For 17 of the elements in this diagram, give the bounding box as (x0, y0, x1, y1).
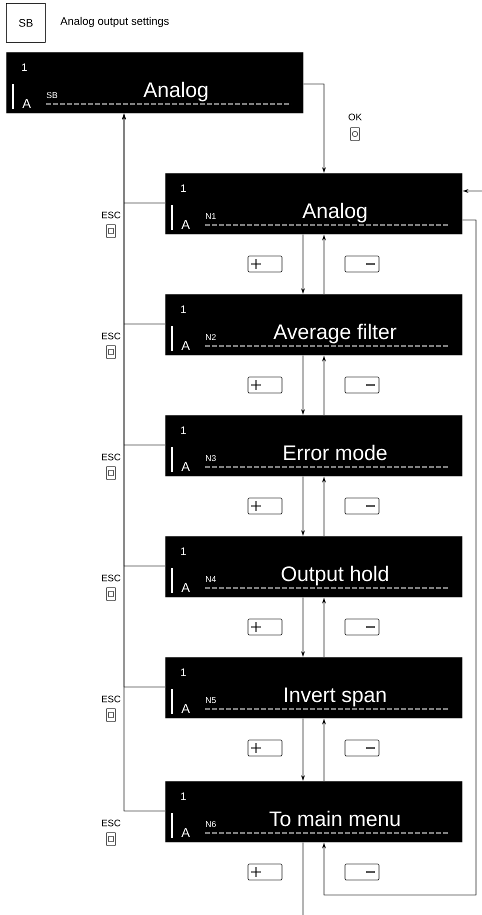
edge-label: ESC (100, 332, 122, 340)
edge-label: ESC (100, 819, 122, 827)
display-screen: 1 A N6 To main menu (165, 781, 462, 842)
edge-label: ESC (100, 211, 122, 219)
display-screen: 1 A N3 Error mode (165, 415, 462, 476)
edge-label: ESC (100, 453, 122, 461)
arrow (322, 220, 476, 896)
label-box: SB (6, 3, 46, 43)
display-screen: 1 A N4 Output hold (165, 536, 462, 598)
display-screen: 1 A N5 Invert span (165, 657, 462, 718)
heading-text: Analog output settings (60, 16, 169, 28)
display-screen: 1 A N2 Average filter (165, 294, 462, 356)
display-screen: 1 A N1 Analog (165, 173, 462, 234)
edge-label: ESC (100, 574, 122, 582)
display-screen: 1 A SB Analog (6, 52, 304, 114)
edge-label: OK (348, 113, 362, 121)
edge-label: ESC (100, 695, 122, 703)
